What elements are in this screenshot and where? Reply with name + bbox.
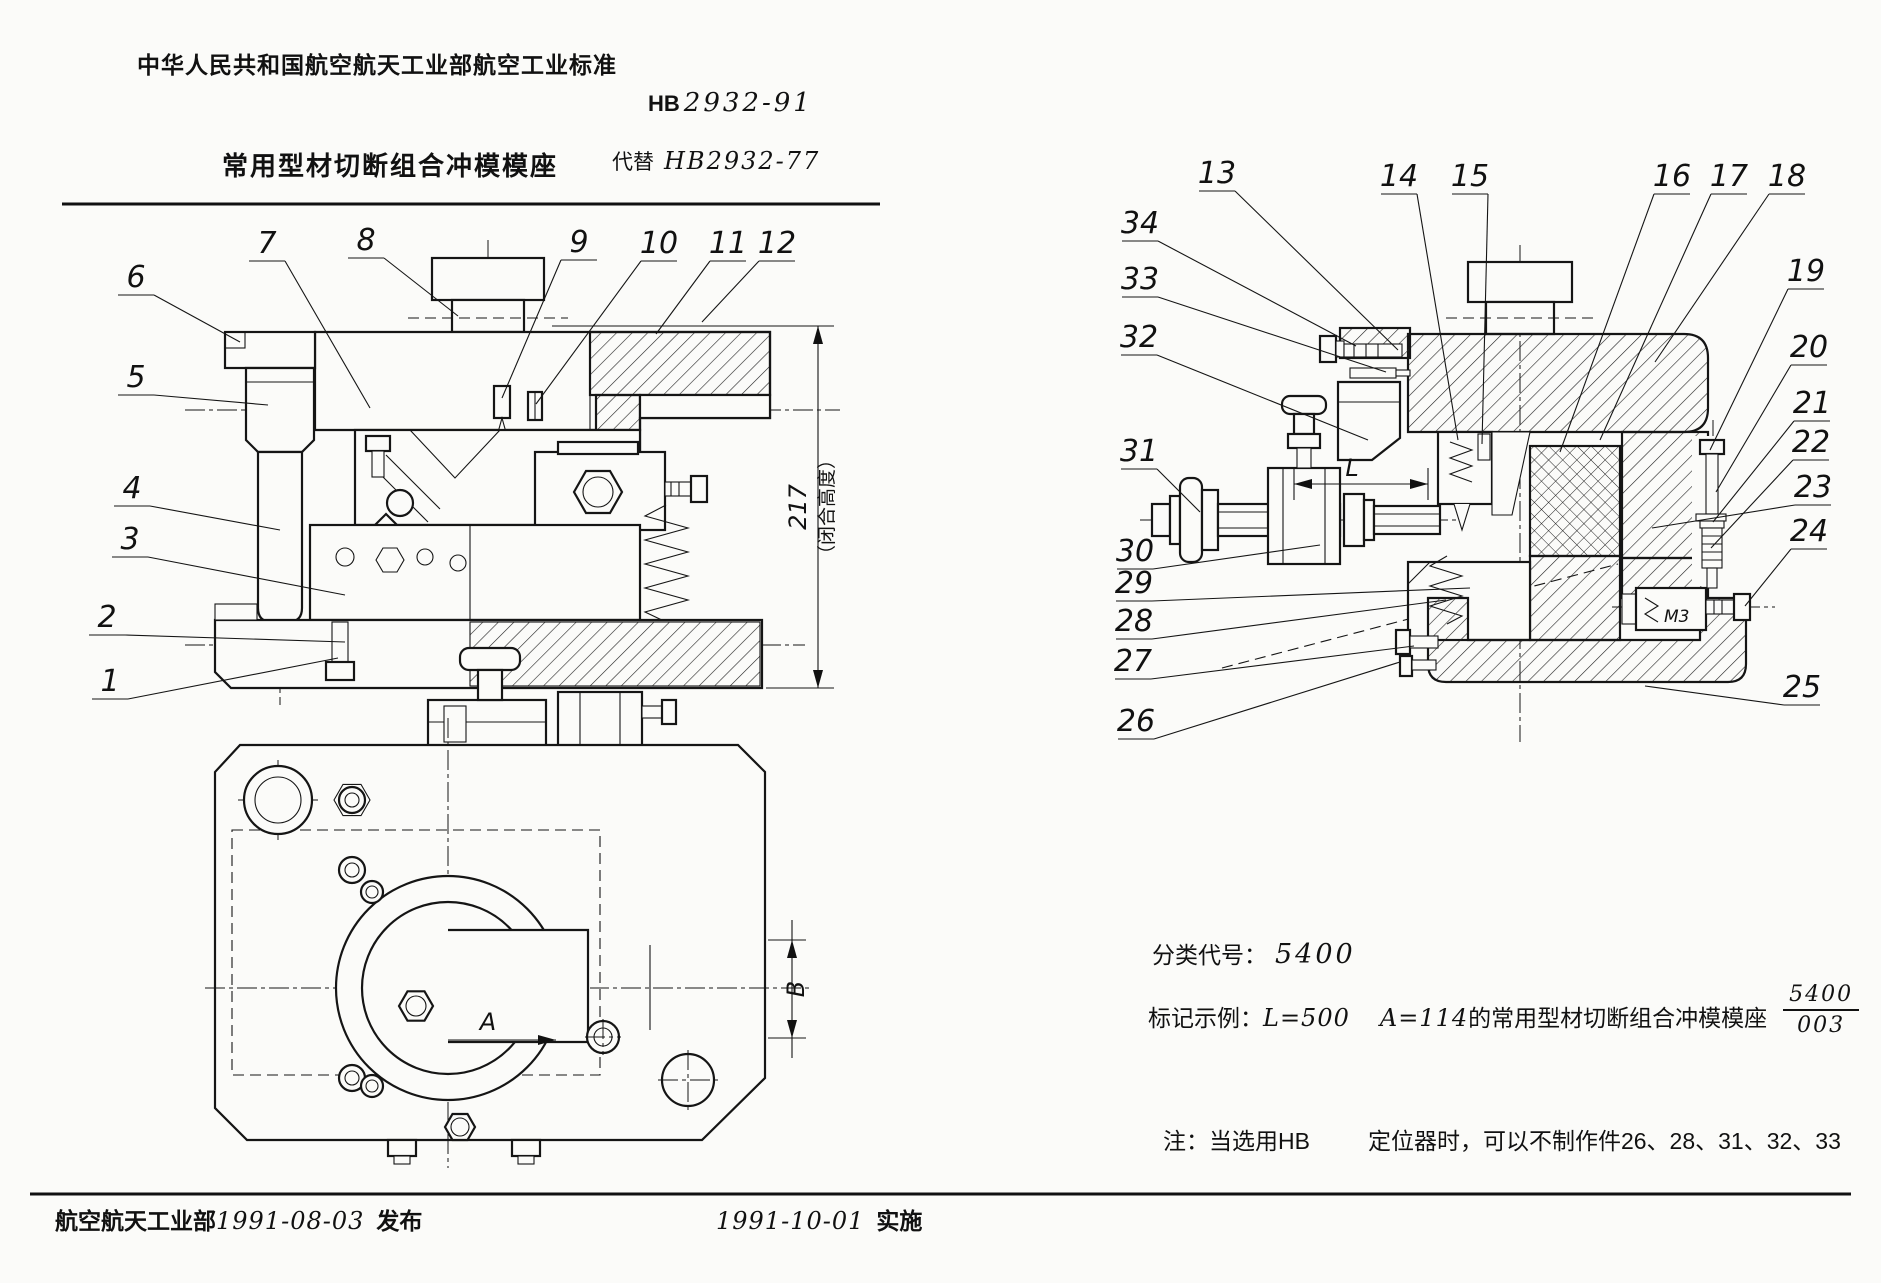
- part-label-22: 22: [1792, 425, 1830, 460]
- guide-bushing-and-pillar: [244, 366, 316, 624]
- part-label-20: 20: [1790, 330, 1828, 365]
- front-section-view: 217 （闭合高度）: [185, 240, 840, 705]
- m3-thread-label: M3: [1664, 607, 1689, 627]
- part-label-10: 10: [640, 226, 678, 261]
- wedge-and-spring-pin: [1436, 430, 1531, 532]
- footer-effective-date: 1991-10-01: [716, 1207, 865, 1235]
- part-label-6: 6: [126, 260, 145, 295]
- part-label-18: 18: [1768, 159, 1806, 194]
- part-label-31: 31: [1120, 434, 1158, 469]
- part-label-23: 23: [1794, 470, 1832, 505]
- footer-effective-label: 实施: [876, 1208, 923, 1234]
- die-shank-side: [1446, 260, 1596, 336]
- a-dimension: A: [448, 1008, 556, 1045]
- part-label-33: 33: [1121, 262, 1159, 297]
- part-label-3: 3: [120, 522, 139, 557]
- classification-code: 5400: [1275, 939, 1356, 970]
- l-dimension-label: L: [1345, 454, 1358, 482]
- supersedes-number: HB2932-77: [664, 147, 821, 175]
- b-dimension-label: B: [782, 981, 810, 997]
- note-prefix: 注：当选用HB: [1163, 1128, 1310, 1154]
- supersedes-label: 代替: [612, 151, 654, 174]
- part-label-19: 19: [1787, 254, 1825, 289]
- part-label-28: 28: [1115, 604, 1153, 639]
- side-section-view: L: [1140, 245, 1775, 742]
- footer-effective: 1991-10-01 实施: [716, 1202, 922, 1236]
- marking-a-value: A=114: [1379, 1004, 1469, 1033]
- part-label-24: 24: [1790, 514, 1828, 549]
- fraction-numerator: 5400: [1783, 982, 1860, 1011]
- standard-org-line: 中华人民共和国航空航天工业部航空工业标准: [137, 52, 617, 78]
- clamp-bolt-block: [533, 440, 709, 532]
- supersedes-line: 代替 HB2932-77: [612, 146, 820, 176]
- lower-die-block: [308, 523, 642, 622]
- closed-height-dimension: 217 （闭合高度）: [552, 325, 838, 689]
- marking-example-label: 标记示例：: [1148, 1005, 1263, 1032]
- part-label-8: 8: [356, 223, 375, 258]
- part-label-11: 11: [709, 226, 747, 261]
- part-label-27: 27: [1114, 644, 1152, 679]
- part-label-16: 16: [1653, 159, 1691, 194]
- l-dimension: L: [1293, 454, 1429, 500]
- center-pedestal: [1528, 554, 1622, 642]
- closed-height-note: （闭合高度）: [816, 450, 838, 564]
- marking-description: 的常用型材切断组合冲模模座: [1468, 1005, 1768, 1032]
- standard-prefix: HB: [648, 91, 680, 116]
- closed-height-value: 217: [784, 483, 812, 530]
- standard-number: 2932-91: [683, 88, 813, 118]
- part-label-15: 15: [1451, 159, 1489, 194]
- part-label-30: 30: [1116, 534, 1154, 569]
- fraction-denominator: 003: [1797, 1013, 1846, 1038]
- part-label-25: 25: [1783, 670, 1821, 705]
- part-label-4: 4: [122, 471, 141, 506]
- punch-pins: [492, 384, 544, 437]
- footer-issued: 航空航天工业部1991-08-03 发布: [55, 1202, 422, 1236]
- part-label-2: 2: [97, 600, 116, 635]
- plan-bottom-bolts: [386, 1112, 542, 1165]
- part-label-12: 12: [758, 226, 796, 261]
- m3-clamp-unit: M3: [1621, 586, 1752, 632]
- note-suffix: 定位器时，可以不制作件26、28、31、32、33: [1367, 1128, 1841, 1154]
- part-label-1: 1: [100, 664, 119, 699]
- b-dimension: B: [768, 920, 810, 1058]
- right-vertical-screw: [1692, 436, 1738, 589]
- part-label-9: 9: [569, 225, 588, 260]
- note-line: 注：当选用HB 定位器时，可以不制作件26、28、31、32、33: [1163, 1122, 1841, 1156]
- guide-pillar-bore: [242, 764, 314, 836]
- footer-org: 航空航天工业部: [55, 1208, 216, 1234]
- part-label-7: 7: [257, 226, 276, 261]
- classification-label: 分类代号：: [1152, 942, 1267, 968]
- bottom-plan-view: A B: [205, 646, 812, 1168]
- part-label-26: 26: [1117, 704, 1155, 739]
- part-label-17: 17: [1710, 159, 1748, 194]
- die-shank: [408, 256, 568, 334]
- footer-issue-label: 发布: [376, 1208, 423, 1234]
- page-title: 常用型材切断组合冲模模座: [222, 151, 559, 181]
- part-label-29: 29: [1115, 566, 1153, 601]
- part-label-32: 32: [1120, 320, 1158, 355]
- die-insert-crosshatch: [1528, 444, 1622, 558]
- part-label-13: 13: [1198, 156, 1236, 191]
- part-label-14: 14: [1380, 159, 1418, 194]
- part-label-34: 34: [1121, 206, 1159, 241]
- classification-line: 分类代号： 5400: [1152, 936, 1356, 970]
- marking-l-value: L=500: [1263, 1004, 1350, 1033]
- part-label-21: 21: [1793, 386, 1831, 421]
- footer-issue-date: 1991-08-03: [216, 1207, 365, 1235]
- central-ring-cutout: [334, 874, 651, 1102]
- part-label-5: 5: [126, 360, 145, 395]
- plan-right-holes: [585, 1019, 718, 1110]
- base-plate-side: [1426, 596, 1748, 684]
- a-dimension-label: A: [478, 1008, 496, 1036]
- return-spring: [642, 504, 691, 623]
- lower-left-bolts: [1394, 628, 1439, 678]
